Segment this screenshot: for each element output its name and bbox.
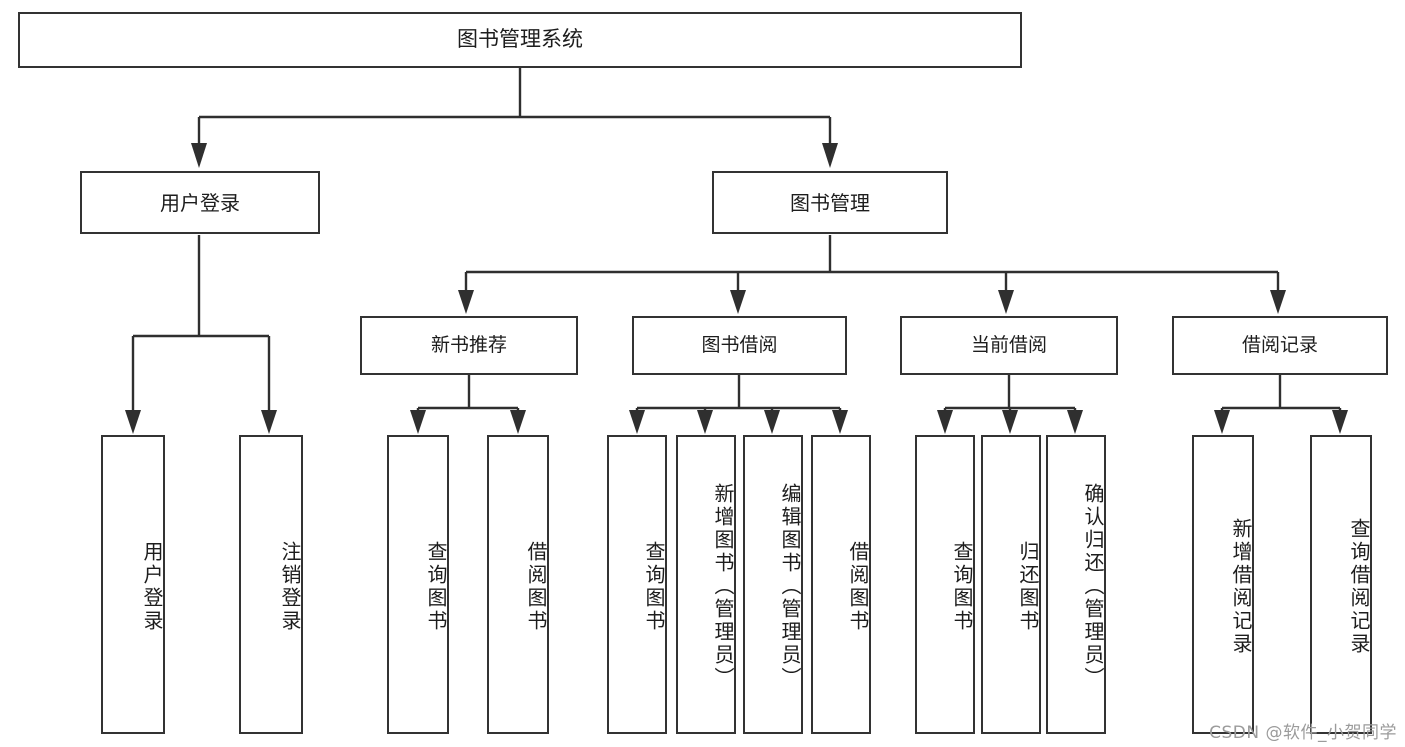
node-leaf-borrow-book-1[interactable]: 借阅图书 [487,435,549,734]
arrowhead-query-book-3 [937,410,953,434]
node-leaf-logout[interactable]: 注销登录 [239,435,303,734]
node-book-management[interactable]: 图书管理 [712,171,948,234]
node-root-book-management-system[interactable]: 图书管理系统 [18,12,1022,68]
node-leaf-return-book[interactable]: 归还图书 [981,435,1041,734]
node-leaf-add-borrow-record[interactable]: 新增借阅记录 [1192,435,1254,734]
arrowhead-borrow-book-1 [510,410,526,434]
node-label: 用户登录 [160,190,240,215]
node-label: 当前借阅 [970,334,1047,357]
arrowhead-userlogin [191,143,207,168]
arrowhead-confirm-return [1067,410,1083,434]
node-label: 新增借阅记录 [1229,517,1253,656]
arrowhead-user-login-leaf [125,410,141,434]
node-label: 查询借阅记录 [1347,517,1371,656]
node-new-book-recommend[interactable]: 新书推荐 [360,316,578,375]
node-label: 图书管理 [790,190,870,215]
node-leaf-query-book-3[interactable]: 查询图书 [915,435,975,734]
node-current-borrow[interactable]: 当前借阅 [900,316,1118,375]
arrowhead-current-borrow [998,290,1014,314]
arrowhead-borrow-record [1270,290,1286,314]
csdn-watermark: CSDN @软件_小贺同学 [1209,723,1397,743]
arrowhead-add-book [697,410,713,434]
arrowhead-new-book-recommend [458,290,474,314]
node-label: 借阅图书 [524,540,548,633]
node-leaf-add-book[interactable]: 新增图书（管理员） [676,435,736,734]
node-user-login[interactable]: 用户登录 [80,171,320,234]
node-leaf-query-book-1[interactable]: 查询图书 [387,435,449,734]
node-label: 查询图书 [424,540,448,633]
node-leaf-confirm-return[interactable]: 确认归还（管理员） [1046,435,1106,734]
arrowhead-query-book-1 [410,410,426,434]
arrowhead-logout-leaf [261,410,277,434]
node-label: 归还图书 [1016,540,1040,633]
arrowhead-query-book-2 [629,410,645,434]
node-borrow-record[interactable]: 借阅记录 [1172,316,1388,375]
node-label: 查询图书 [642,540,666,633]
node-leaf-borrow-book-2[interactable]: 借阅图书 [811,435,871,734]
node-label: 确认归还（管理员） [1081,483,1105,690]
node-label: 借阅记录 [1241,334,1318,357]
node-label: 新书推荐 [430,334,507,357]
node-label: 查询图书 [950,540,974,633]
arrowhead-edit-book [764,410,780,434]
node-leaf-query-book-2[interactable]: 查询图书 [607,435,667,734]
node-leaf-edit-book[interactable]: 编辑图书（管理员） [743,435,803,734]
node-label: 图书借阅 [701,334,778,357]
node-label: 图书管理系统 [457,27,583,52]
node-label: 编辑图书（管理员） [778,483,802,690]
arrowhead-bookmgmt [822,143,838,168]
node-book-borrow[interactable]: 图书借阅 [632,316,847,375]
node-label: 借阅图书 [846,540,870,633]
arrowhead-add-borrow-record [1214,410,1230,434]
node-leaf-user-login[interactable]: 用户登录 [101,435,165,734]
arrowhead-borrow-book-2 [832,410,848,434]
arrowhead-book-borrow [730,290,746,314]
node-label: 注销登录 [278,540,302,633]
arrowhead-return-book [1002,410,1018,434]
node-leaf-query-borrow-record[interactable]: 查询借阅记录 [1310,435,1372,734]
node-label: 新增图书（管理员） [711,483,735,690]
node-label: 用户登录 [140,540,164,633]
arrowhead-query-borrow-record [1332,410,1348,434]
